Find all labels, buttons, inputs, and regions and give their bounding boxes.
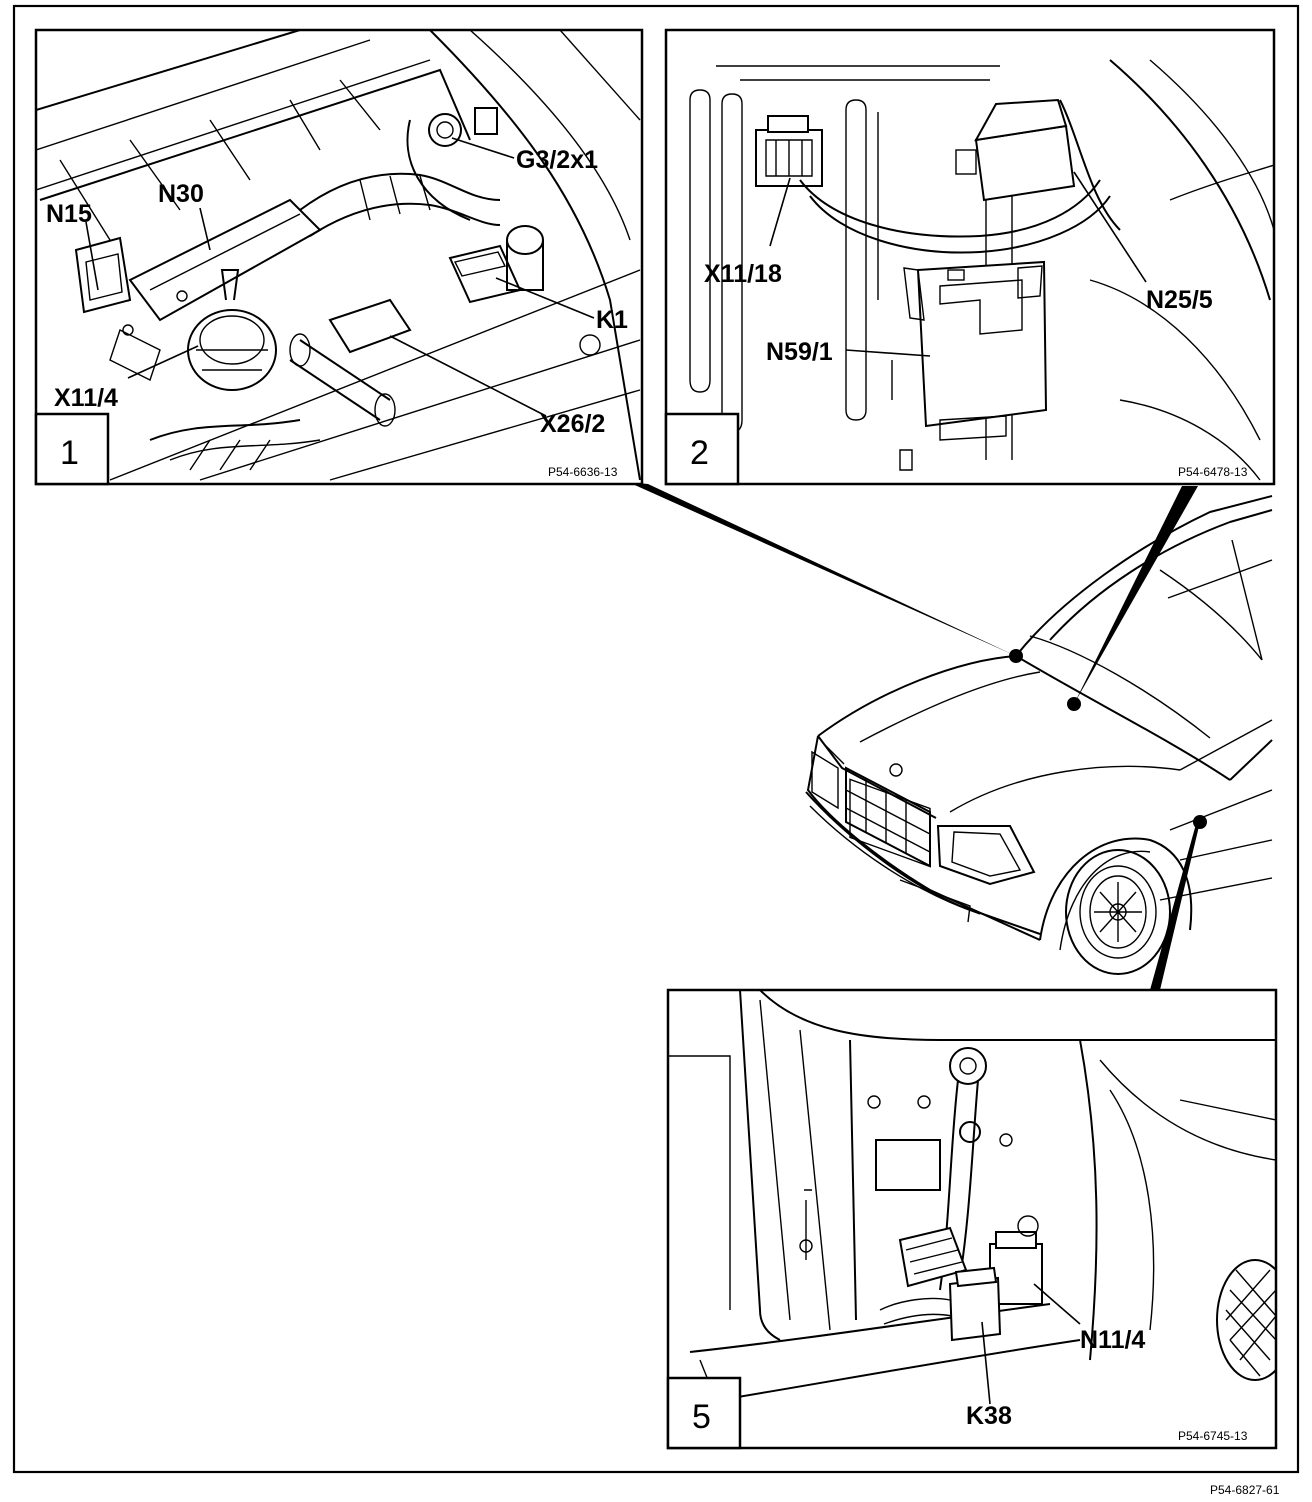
- leader-panel-2: [1074, 486, 1198, 704]
- panel-2: X11/18 N25/5 N59/1 2 P54-6478-13: [664, 28, 1276, 486]
- leader-panel-5: [1150, 822, 1200, 990]
- panel-number-2: 2: [690, 434, 709, 472]
- panel-number-box-2: [664, 412, 740, 486]
- label-n11-4: N11/4: [1080, 1326, 1145, 1354]
- label-n15: N15: [46, 200, 92, 228]
- label-g3-2x1: G3/2x1: [516, 146, 598, 174]
- label-k38: K38: [966, 1402, 1012, 1430]
- outer-frame: [12, 4, 1300, 1474]
- location-dot-panel-1: [1009, 649, 1023, 663]
- panel-number-box-5: [666, 1376, 742, 1450]
- panel-number-1: 1: [60, 434, 79, 472]
- label-x11-4: X11/4: [54, 384, 118, 412]
- pedal-area-illustration: [668, 990, 1276, 1401]
- label-k1: K1: [596, 306, 628, 334]
- car-illustration: [628, 482, 1273, 990]
- label-n59-1: N59/1: [766, 338, 833, 366]
- label-n30: N30: [158, 180, 204, 208]
- panel-1: N15 N30 G3/2x1 K1 X11/4 X26/2 1 P54-6636…: [34, 28, 644, 486]
- footwell-illustration: [689, 59, 1274, 481]
- page-reference: P54-6827-61: [1210, 1483, 1280, 1497]
- panel-5: N11/4 K38 5 P54-6745-13: [666, 988, 1278, 1450]
- panel-ref-5: P54-6745-13: [1178, 1429, 1248, 1443]
- leader-panel-1: [628, 482, 1016, 656]
- location-dot-panel-5: [1193, 815, 1207, 829]
- panel-ref-1: P54-6636-13: [548, 465, 618, 479]
- label-x11-18: X11/18: [704, 260, 782, 288]
- label-n25-5: N25/5: [1146, 286, 1213, 314]
- label-x26-2: X26/2: [540, 410, 605, 438]
- panel-number-5: 5: [692, 1398, 711, 1436]
- location-dot-panel-2: [1067, 697, 1081, 711]
- panel-number-box-1: [34, 412, 110, 486]
- panel-ref-2: P54-6478-13: [1178, 465, 1248, 479]
- engine-bay-illustration: [36, 30, 641, 481]
